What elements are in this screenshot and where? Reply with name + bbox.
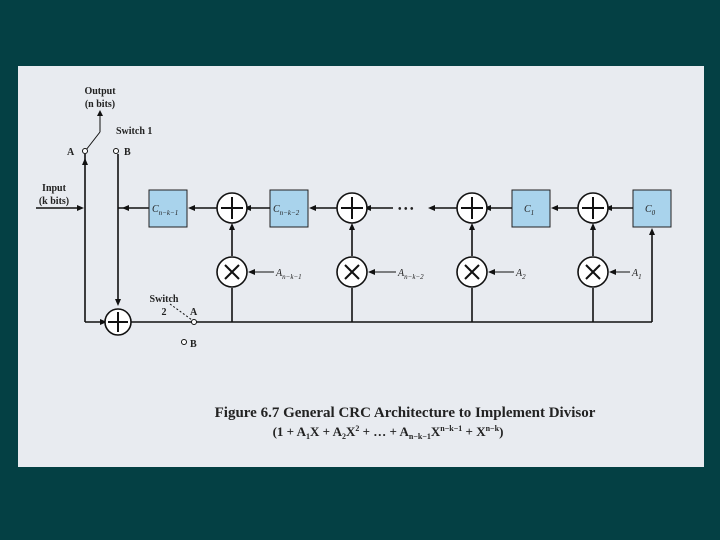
input-label-line1: Input <box>42 183 67 194</box>
multiplier-1-out-arrowhead <box>229 223 235 230</box>
multiplier-2-mark-b <box>344 264 360 280</box>
multiplier-1 <box>216 223 274 322</box>
xor1-to-reg0-arrowhead <box>188 205 195 211</box>
coef-4-arrowhead <box>609 269 616 275</box>
switch2-a-label: A <box>190 307 198 318</box>
switch1-contact-a <box>82 148 88 154</box>
output-label-line2: (n bits) <box>85 99 115 110</box>
input-to-xor-arrowhead <box>100 319 107 325</box>
multiplier-1-mark-b <box>224 264 240 280</box>
coef-3-arrowhead <box>488 269 495 275</box>
xor-gate-2 <box>336 192 368 224</box>
switch1-contact-b <box>113 148 119 154</box>
multiplier-4-out-arrowhead <box>590 223 596 230</box>
xor-gate-1 <box>216 192 248 224</box>
xor2-to-reg1-arrowhead <box>309 205 316 211</box>
xor-gate-4 <box>577 192 609 224</box>
multiplier-2-out-arrowhead <box>349 223 355 230</box>
coef-a1: A1 <box>631 268 642 281</box>
switch2-contact-b <box>181 339 187 345</box>
register-c0 <box>632 189 672 228</box>
multiplier-3-out-arrowhead <box>469 223 475 230</box>
switch2-contact-a <box>191 319 197 325</box>
input-label-line2: (k bits) <box>39 196 69 207</box>
crc-circuit-diagram: Output (n bits) Switch 1 A B Input (k bi… <box>36 86 672 441</box>
xor4-to-reg2-arrowhead <box>551 205 558 211</box>
coef-a-n-k-1: An−k−1 <box>275 268 302 281</box>
register-c-n-k-2-label: Cn−k−2 <box>273 204 300 217</box>
switch1-b-label: B <box>124 147 131 158</box>
switch2-label-line1: Switch <box>150 294 179 305</box>
register-c1-label: C1 <box>524 204 534 217</box>
register-c1 <box>511 189 551 228</box>
feedback-down-arrowhead <box>115 299 121 306</box>
multiplier-4 <box>577 223 630 322</box>
switch2-b-label: B <box>190 339 197 350</box>
coef-2-arrowhead <box>368 269 375 275</box>
switch1-a-label: A <box>67 147 75 158</box>
multiplier-2 <box>336 223 396 322</box>
switch2-indicator <box>169 303 193 321</box>
switch1-a-arrowhead <box>82 158 88 165</box>
input-arrowhead <box>77 205 84 211</box>
figure-caption-title: Figure 6.7 General CRC Architecture to I… <box>215 405 596 421</box>
register-c-n-k-1-label: Cn−k−1 <box>152 204 178 217</box>
coef-a-n-k-2: An−k−2 <box>397 268 424 281</box>
output-arrowhead <box>97 110 103 116</box>
xor-gate-3 <box>456 192 488 224</box>
feedback-to-c0-arrowhead <box>649 228 655 235</box>
switch2-label-line2: 2 <box>162 307 167 318</box>
multiplier-3-mark-b <box>464 264 480 280</box>
xor3-to-chain-arrowhead <box>428 205 435 211</box>
switch1-label: Switch 1 <box>116 126 152 137</box>
coef-a2: A2 <box>515 268 526 281</box>
reg0-out-arrowhead <box>122 205 129 211</box>
figure-caption-formula: (1 + A1X + A2X2 + … + An−k−1Xn−k−1 + Xn−… <box>273 424 504 441</box>
ellipsis: • • • <box>398 204 414 215</box>
register-c0-label: C0 <box>645 204 656 217</box>
output-label-line1: Output <box>84 86 116 97</box>
figure-panel: Output (n bits) Switch 1 A B Input (k bi… <box>18 66 704 467</box>
multiplier-3 <box>456 223 514 322</box>
multiplier-4-mark-b <box>585 264 601 280</box>
coef-1-arrowhead <box>248 269 255 275</box>
register-c-n-k-1 <box>148 189 188 228</box>
switch1-blade <box>85 131 101 151</box>
